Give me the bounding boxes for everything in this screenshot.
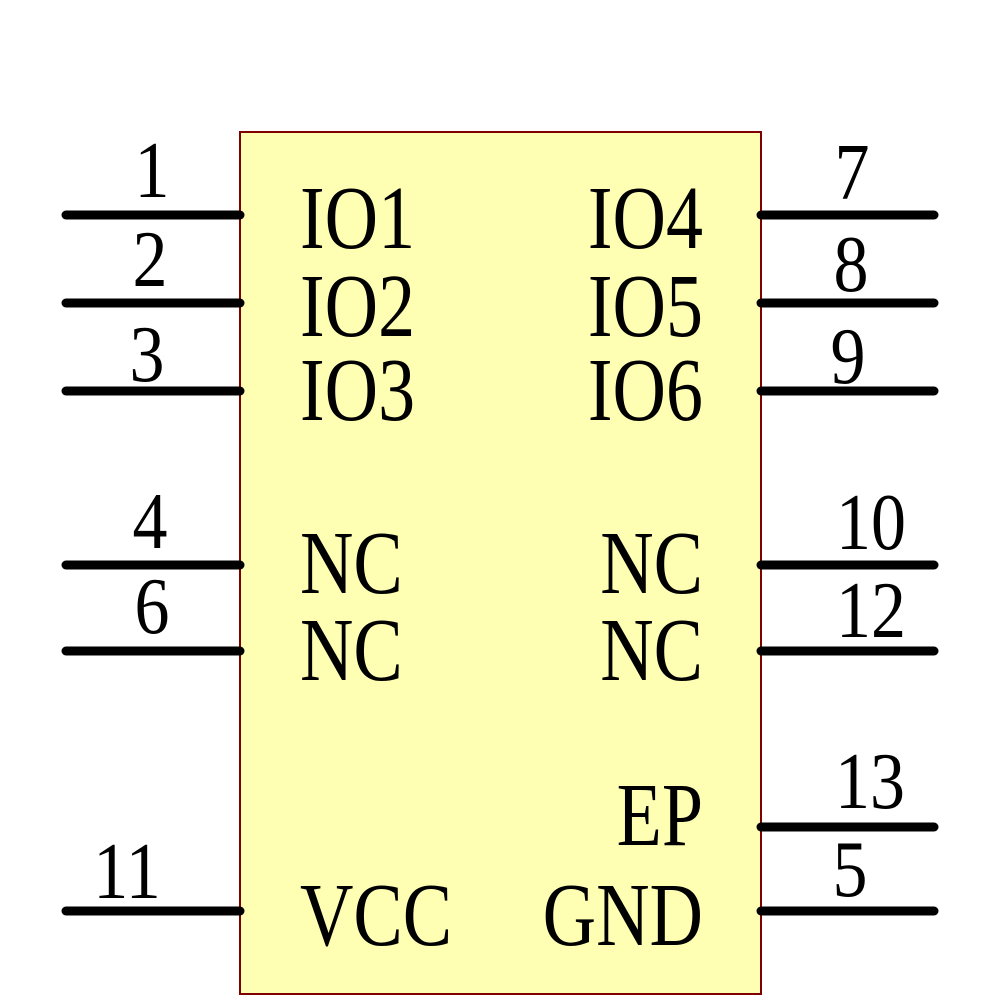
- pin-label-vcc: VCC: [300, 864, 452, 965]
- right-pin-lines: [756, 210, 939, 916]
- pin-number-7: 7: [834, 129, 869, 218]
- pin-label-nc-12: NC: [600, 599, 703, 700]
- pin-label-gnd: GND: [543, 864, 703, 965]
- pin-number-5: 5: [832, 826, 867, 915]
- pin-label-ep: EP: [617, 764, 703, 865]
- pin-label-nc-4: NC: [300, 512, 403, 613]
- pin-number-13: 13: [835, 738, 905, 827]
- pin-number-9: 9: [830, 313, 865, 402]
- pin-number-10: 10: [836, 479, 906, 568]
- pin-number-11: 11: [93, 828, 160, 917]
- pin-numbers: 1 2 3 4 6 11 7 8 9 10 12 13 5: [93, 127, 906, 917]
- pin-number-4: 4: [132, 478, 167, 567]
- pin-number-6: 6: [134, 563, 169, 652]
- pin-number-12: 12: [836, 567, 906, 656]
- pin-label-io2: IO2: [300, 255, 415, 356]
- pin-label-io4: IO4: [588, 167, 703, 268]
- pin-number-3: 3: [129, 311, 164, 400]
- left-pin-lines: [61, 210, 245, 916]
- pin-number-1: 1: [134, 127, 169, 216]
- pin-number-8: 8: [833, 221, 868, 310]
- component-body: [239, 131, 762, 995]
- pin-number-2: 2: [132, 216, 167, 305]
- pin-label-io1: IO1: [300, 167, 415, 268]
- pin-label-nc-6: NC: [300, 599, 403, 700]
- pin-label-io3: IO3: [300, 339, 415, 440]
- pin-label-io6: IO6: [588, 339, 703, 440]
- pin-label-nc-10: NC: [600, 512, 703, 613]
- pin-label-io5: IO5: [588, 255, 703, 356]
- pin-labels: IO1 IO2 IO3 NC NC VCC IO4 IO5 IO6 NC NC …: [300, 167, 703, 965]
